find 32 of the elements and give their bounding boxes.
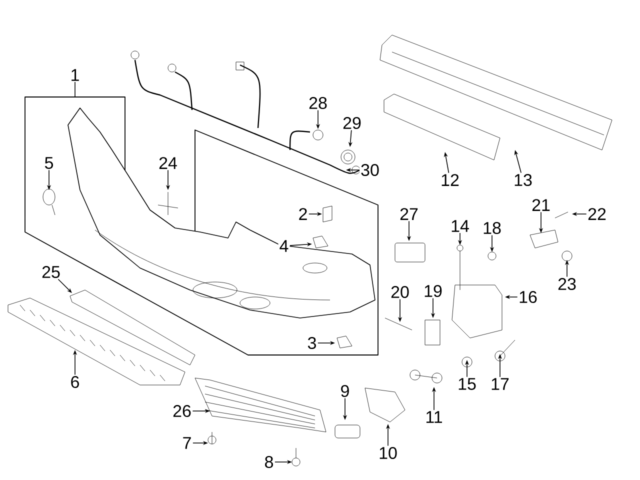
bracket-line <box>74 82 76 98</box>
callout-number: 13 <box>512 172 534 188</box>
callout-number: 16 <box>518 290 538 304</box>
callout-number: 24 <box>158 156 178 170</box>
callout-number: 21 <box>530 198 552 212</box>
callout-number: 1 <box>69 68 81 82</box>
callout-number: 7 <box>181 436 193 450</box>
callout-number: 15 <box>456 377 478 391</box>
callout-number: 19 <box>422 284 444 298</box>
callout-number: 10 <box>378 446 398 460</box>
callout-number: 25 <box>40 265 62 280</box>
callout-number: 26 <box>172 404 192 418</box>
callout-number: 23 <box>556 276 578 292</box>
callout-number: 17 <box>490 377 510 391</box>
callout-number: 14 <box>450 219 470 233</box>
callout-number: 4 <box>278 239 290 253</box>
callout-number: 30 <box>360 162 380 178</box>
callout-number: 29 <box>342 116 362 130</box>
callout-number: 22 <box>586 207 608 221</box>
callout-number: 27 <box>398 207 420 221</box>
callout-number: 20 <box>390 285 410 300</box>
callout-number: 28 <box>308 96 328 110</box>
callout-number: 3 <box>306 336 318 350</box>
callout-number: 6 <box>69 375 81 390</box>
callout-number: 11 <box>424 410 444 424</box>
callout-number: 12 <box>440 173 460 187</box>
callout-number: 8 <box>263 454 275 470</box>
callout-number: 9 <box>339 384 351 398</box>
callout-number: 2 <box>297 207 309 221</box>
callout-number: 5 <box>43 156 55 170</box>
leader-line <box>58 278 72 293</box>
callout-number: 18 <box>482 221 502 236</box>
